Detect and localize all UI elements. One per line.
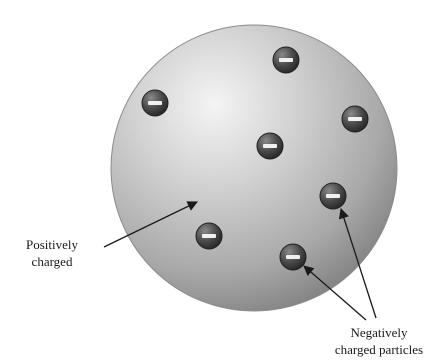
minus-sign-icon — [202, 234, 216, 238]
negatively-charged-label-line-2: charged particles — [322, 341, 436, 358]
minus-sign-icon — [148, 101, 162, 105]
negative-particle-6 — [196, 223, 222, 249]
positively-charged-label-line-1: Positively — [4, 236, 100, 253]
minus-sign-icon — [348, 117, 362, 121]
negatively-charged-label: Negatively charged particles — [322, 324, 436, 358]
positively-charged-label: Positively charged — [4, 236, 100, 270]
negatively-charged-label-line-1: Negatively — [322, 324, 436, 341]
positive-sphere — [111, 25, 397, 311]
negative-particle-4 — [257, 133, 283, 159]
negative-particle-3 — [342, 106, 368, 132]
minus-sign-icon — [279, 58, 293, 62]
negative-particle-5 — [320, 183, 346, 209]
minus-sign-icon — [263, 144, 277, 148]
minus-sign-icon — [326, 194, 340, 198]
negative-particle-2 — [273, 47, 299, 73]
negative-particle-1 — [142, 90, 168, 116]
minus-sign-icon — [286, 255, 300, 259]
positively-charged-label-line-2: charged — [4, 253, 100, 270]
negative-particle-7 — [280, 244, 306, 270]
